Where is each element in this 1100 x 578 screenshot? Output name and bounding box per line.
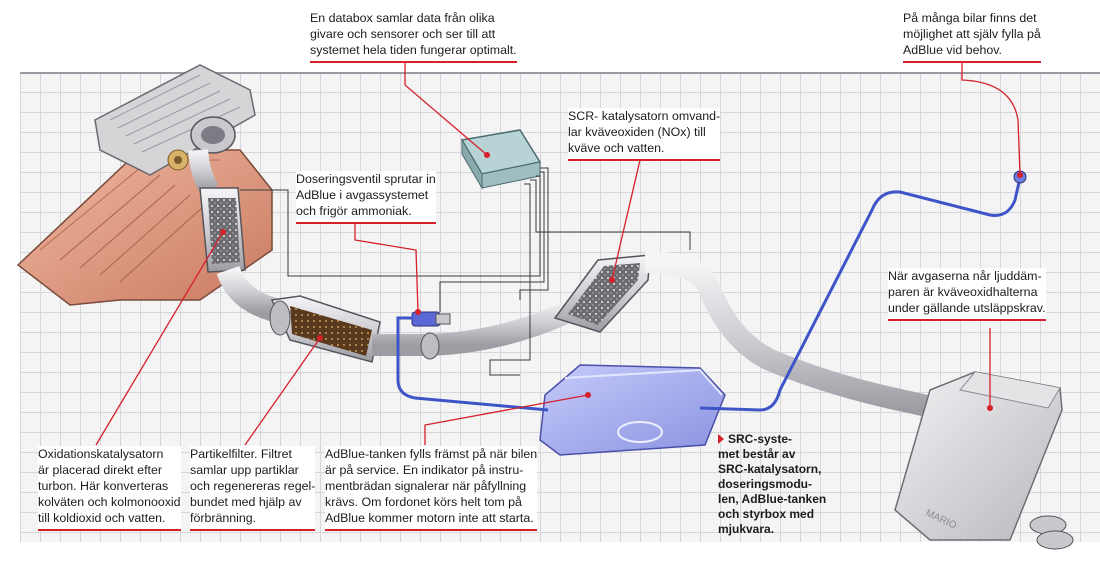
particle-filter <box>269 295 381 363</box>
main-exhaust-pipe <box>644 251 948 421</box>
sensor-wires <box>240 167 691 376</box>
grid-top-border <box>20 72 1100 74</box>
adblue-tank <box>539 364 726 456</box>
caption-scr-catalyst: SCR- katalysatorn omvand-lar kväveoxiden… <box>568 108 721 161</box>
pipe-flange <box>420 332 440 360</box>
pipe-segment <box>372 290 596 356</box>
leader-dots <box>220 152 1023 411</box>
system-bullet-icon <box>718 434 724 444</box>
scr-catalyst <box>553 254 651 333</box>
caption-muffler: När avgaserna når ljuddäm-paren är kväve… <box>888 268 1046 321</box>
leader-lines <box>95 62 1021 446</box>
muffler: MARIO <box>894 371 1074 550</box>
adblue-lines <box>396 177 1022 412</box>
control-databox <box>460 129 542 190</box>
